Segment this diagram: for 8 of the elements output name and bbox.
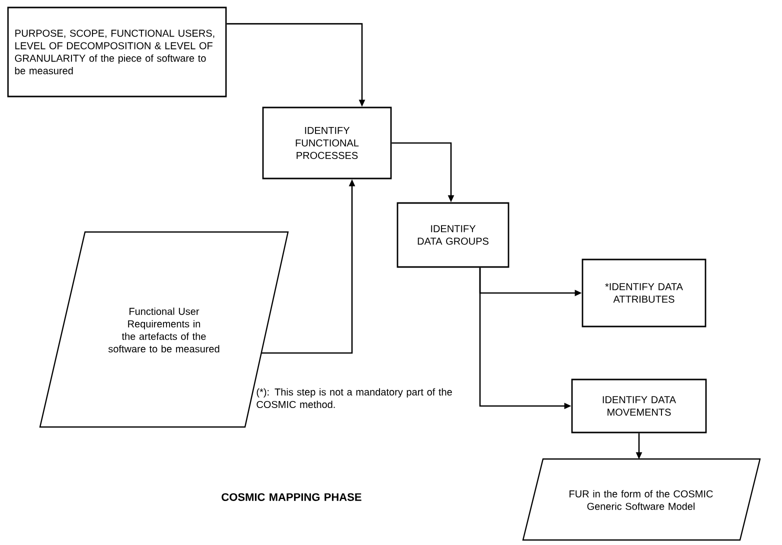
data-parallelogram: FUR in the form of the COSMIC Generic Software Model (522, 458, 761, 541)
note-text: (*): This step is not a mandatory part of the COSMIC method. (256, 388, 452, 408)
process-box: IDENTIFY DATA MOVEMENTS (571, 378, 707, 434)
process-box: PURPOSE, SCOPE, FUNCTIONAL USERS, LEVEL OF DECOMPOSITION & LEVEL OF GRANULARITY of the piece of software to be measured (7, 6, 227, 98)
process-box: IDENTIFY DATA GROUPS (396, 202, 510, 268)
process-box: IDENTIFY FUNCTIONAL PROCESSES (262, 106, 392, 180)
process-box: *IDENTIFY DATA ATTRIBUTES (582, 258, 706, 328)
phase-title: COSMIC MAPPING PHASE (222, 493, 362, 501)
